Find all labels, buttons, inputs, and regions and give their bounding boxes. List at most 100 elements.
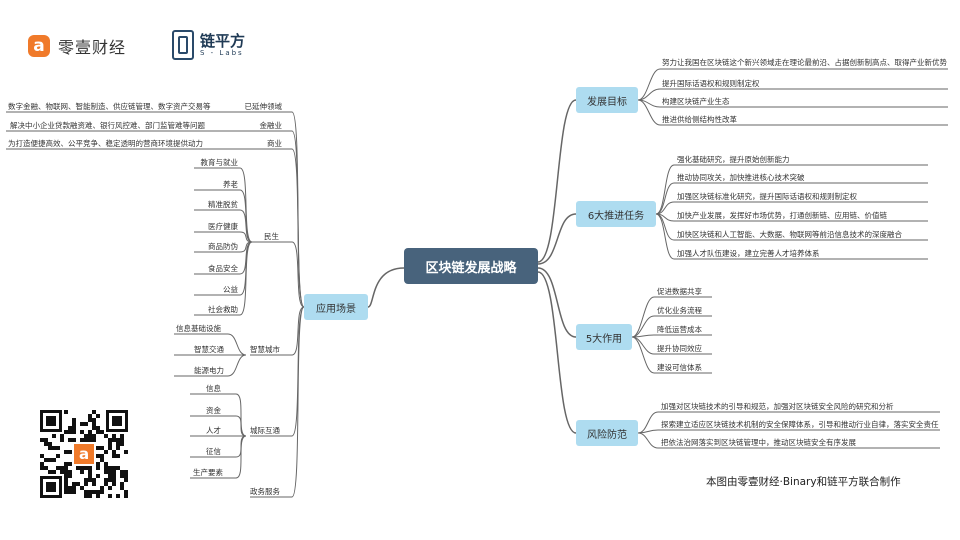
qr-module (44, 438, 48, 442)
qr-module (46, 416, 56, 426)
qr-module (72, 426, 76, 430)
qr-module (52, 470, 56, 474)
qr-module (84, 482, 88, 486)
qr-module (108, 466, 112, 470)
qr-module (84, 494, 88, 498)
qr-module (52, 434, 56, 438)
qr-module (48, 458, 52, 462)
qr-module (68, 486, 72, 490)
qr-module (84, 434, 88, 438)
qr-module (72, 422, 76, 426)
qr-module (92, 410, 96, 414)
qr-module (72, 482, 76, 486)
qr-module (72, 486, 76, 490)
qr-module (60, 466, 64, 470)
connector-line (637, 429, 659, 434)
qr-module (88, 430, 92, 434)
qr-module (96, 430, 100, 434)
qr-module (96, 454, 100, 458)
qr-module (112, 482, 116, 486)
qr-module (64, 450, 68, 454)
qr-module (60, 434, 64, 438)
qr-module (124, 478, 128, 482)
qr-module (100, 430, 104, 434)
qr-module (72, 490, 76, 494)
lingyi-logo: a 零壹财经 (28, 34, 126, 58)
qr-module (116, 494, 120, 498)
qr-module (40, 462, 44, 466)
connector-line (637, 68, 661, 101)
qr-module (116, 446, 120, 450)
qr-module (84, 438, 88, 442)
qr-module (100, 446, 104, 450)
scene-leaf: 能源电力 (194, 366, 224, 375)
qr-module (84, 490, 88, 494)
goal-item: 构建区块链产业生态 (662, 97, 730, 106)
qr-module (120, 434, 124, 438)
scene-group: 商业 (267, 139, 282, 148)
qr-module (56, 454, 60, 458)
qr-module (88, 470, 92, 474)
qr-module (104, 482, 108, 486)
qr-module (64, 490, 68, 494)
scene-leaf: 信息 (206, 384, 221, 393)
role-item: 建设可信体系 (657, 363, 702, 372)
goal-item: 努力让我国在区块链这个新兴领域走在理论最前沿、占据创新制高点、取得产业新优势 (662, 58, 947, 67)
risk-item: 把依法治网落实到区块链管理中，推动区块链安全有序发展 (661, 438, 856, 447)
lianpingfang-logo-icon (172, 30, 194, 60)
lingyi-logo-icon: a (28, 35, 50, 57)
qr-module (48, 442, 52, 446)
qr-module (60, 470, 64, 474)
qr-module (72, 438, 76, 442)
branch-goal: 发展目标 (576, 87, 638, 113)
scene-group: 政务服务 (250, 487, 280, 496)
qr-module (100, 458, 104, 462)
qr-module (100, 486, 104, 490)
qr-module (84, 466, 88, 470)
qr-module (120, 470, 124, 474)
qr-module (96, 474, 100, 478)
scene-group: 已延伸领域 (244, 102, 283, 111)
qr-module (92, 426, 96, 430)
qr-module (56, 446, 60, 450)
qr-module (76, 482, 80, 486)
connector-line (239, 189, 253, 243)
qr-module (116, 438, 120, 442)
qr-module (116, 454, 120, 458)
qr-module (96, 490, 100, 494)
role-item: 提升协同效应 (657, 344, 702, 353)
qr-module (112, 474, 116, 478)
qr-module (64, 474, 68, 478)
connector-line (631, 315, 655, 338)
qr-module (88, 434, 92, 438)
qr-module (68, 438, 72, 442)
branch-roles: 5大作用 (576, 324, 632, 350)
qr-module (68, 450, 72, 454)
qr-module (112, 434, 116, 438)
qr-module (88, 478, 92, 482)
qr-module (108, 446, 112, 450)
task-item: 推动协同攻关，加快推进核心技术突破 (677, 173, 805, 182)
central-topic: 区块链发展战略 (404, 248, 538, 284)
qr-module (40, 454, 44, 458)
connector-line (631, 336, 655, 374)
connector-line (367, 267, 405, 308)
qr-module (80, 486, 84, 490)
scene-leaf: 精准脱贫 (208, 200, 238, 209)
qr-module (64, 430, 68, 434)
qr-module (64, 462, 68, 466)
qr-module (88, 494, 92, 498)
qr-module (46, 482, 56, 492)
role-item: 降低运营成本 (657, 325, 702, 334)
qr-module (80, 466, 84, 470)
scene-leaf: 医疗健康 (208, 222, 238, 231)
scene-leaf: 社会救助 (208, 305, 238, 314)
qr-module (108, 474, 112, 478)
qr-module (80, 470, 84, 474)
task-item: 加快区块链和人工智能、大数据、物联网等前沿信息技术的深度融合 (677, 230, 902, 239)
task-item: 加强区块链标准化研究，提升国际话语权和规则制定权 (677, 192, 857, 201)
qr-module (68, 426, 72, 430)
qr-module (124, 474, 128, 478)
qr-module (112, 438, 116, 442)
